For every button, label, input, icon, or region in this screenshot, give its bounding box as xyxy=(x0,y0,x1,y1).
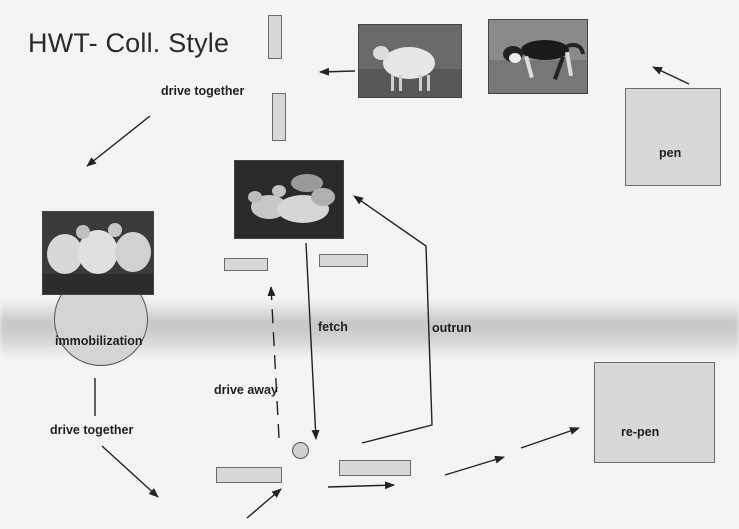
gate-post-middle xyxy=(272,93,286,141)
label-pen: pen xyxy=(659,146,682,160)
arrow-bottom-upright xyxy=(246,488,282,519)
drive-gate-left xyxy=(216,467,282,483)
label-fetch: fetch xyxy=(318,320,348,334)
label-re-pen: re-pen xyxy=(621,425,660,439)
gate-post-top xyxy=(268,15,282,59)
border-collie-photo xyxy=(488,19,588,94)
label-drive-together-top: drive together xyxy=(161,84,245,98)
pen-box xyxy=(625,88,721,186)
drive-gate-right xyxy=(339,460,411,476)
single-sheep-photo xyxy=(358,24,462,98)
fetch-gate-right xyxy=(319,254,368,267)
arrow-outrun xyxy=(353,195,433,444)
handler-post-circle xyxy=(292,442,309,459)
arrow-to-re-pen-2 xyxy=(520,427,580,449)
arrow-sheep-to-left xyxy=(319,67,356,76)
label-outrun: outrun xyxy=(432,321,472,335)
fetch-gate-left xyxy=(224,258,268,271)
small-flock-photo xyxy=(234,160,344,239)
arrow-drive-together-top xyxy=(86,115,151,167)
label-drive-away: drive away xyxy=(214,383,278,397)
arrow-bottom-right xyxy=(327,481,395,490)
diagram-title: HWT- Coll. Style xyxy=(28,28,230,58)
arrow-drive-together-bottom xyxy=(101,445,159,498)
label-drive-together-bottom: drive together xyxy=(50,423,134,437)
re-pen-box xyxy=(594,362,715,463)
arrow-drive-away xyxy=(267,286,280,439)
label-immobilization: immobilization xyxy=(55,334,143,348)
sheep-group-photo xyxy=(42,211,154,295)
arrow-pen-to-collie xyxy=(652,66,690,85)
arrow-fetch xyxy=(305,242,320,440)
arrow-to-re-pen-1 xyxy=(444,455,505,476)
